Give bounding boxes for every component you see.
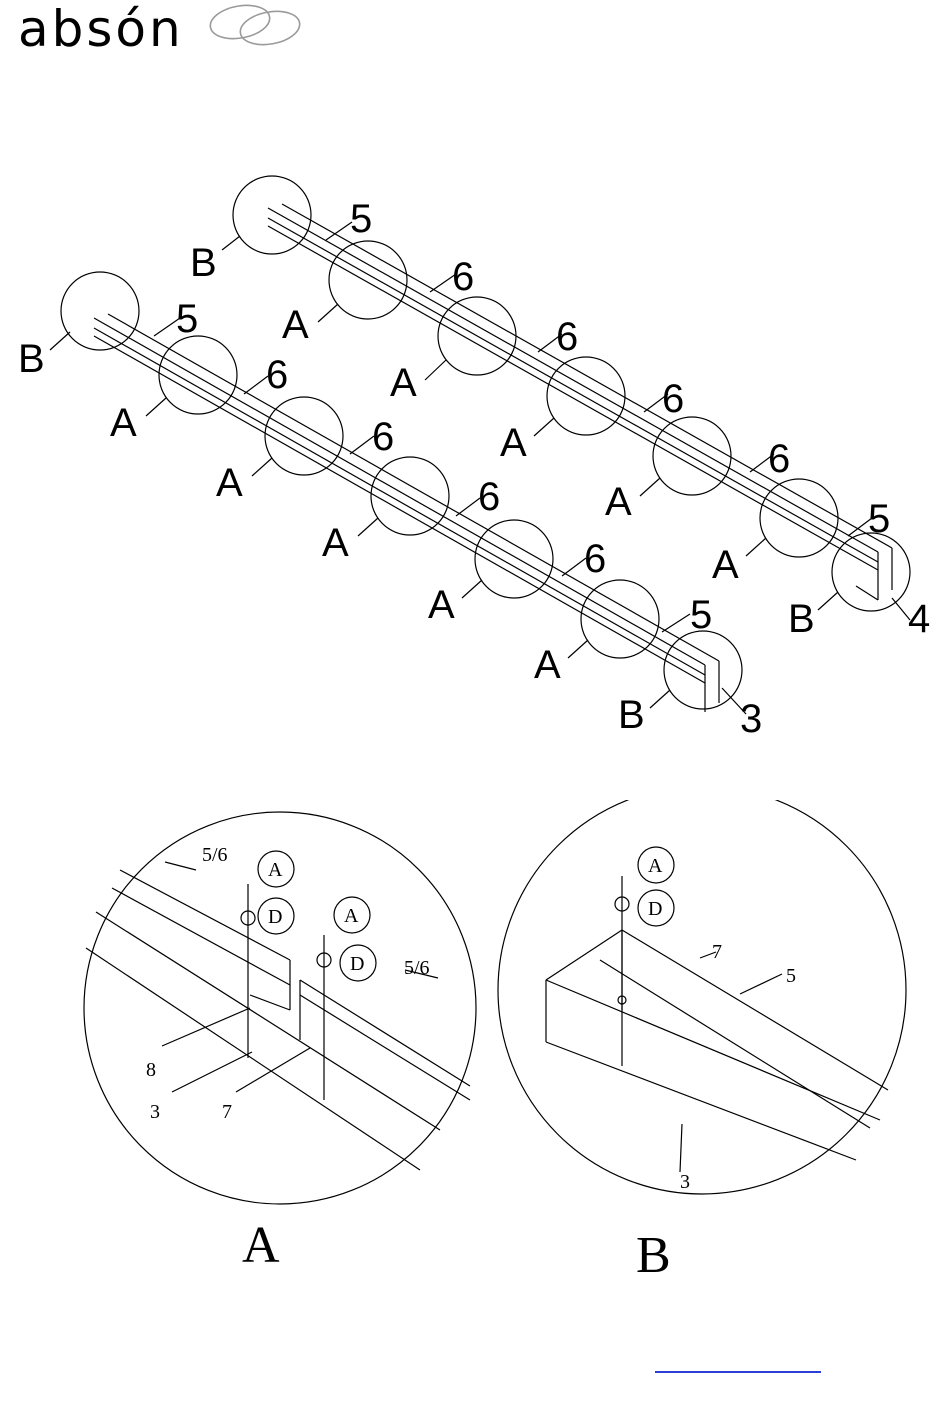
callout-6: 6: [372, 415, 394, 459]
callout-6: 6: [556, 315, 578, 359]
callout-a: A: [110, 401, 137, 445]
callout-5: 5: [868, 497, 890, 541]
callout-a: A: [322, 521, 349, 565]
label-washer: D: [648, 898, 662, 920]
callout-4: 4: [908, 597, 930, 641]
overview-diagram: B A A A A A B B A A A A A B 5 5 6 6 6 6 …: [0, 0, 950, 760]
callout-6: 6: [768, 437, 790, 481]
callout-5: 5: [690, 593, 712, 637]
label-bolt: A: [648, 855, 663, 877]
callout-6: 6: [266, 353, 288, 397]
footer-link[interactable]: [655, 1355, 821, 1373]
detail-b-diagram: A D 7 5 3 B: [0, 800, 950, 1320]
callout-a: A: [605, 480, 632, 524]
callout-5: 5: [350, 197, 372, 241]
callout-5: 5: [176, 297, 198, 341]
callout-3: 3: [740, 697, 762, 741]
callout-a: A: [390, 361, 417, 405]
label-5: 5: [786, 965, 796, 987]
callout-6: 6: [452, 255, 474, 299]
callout-b: B: [788, 597, 815, 641]
callout-a: A: [500, 421, 527, 465]
callout-a: A: [216, 461, 243, 505]
callout-b: B: [18, 337, 45, 381]
label-3: 3: [680, 1171, 690, 1193]
callout-a: A: [534, 643, 561, 687]
callout-b: B: [190, 241, 217, 285]
label-7: 7: [712, 941, 722, 963]
callout-6: 6: [662, 377, 684, 421]
callout-a: A: [428, 583, 455, 627]
callout-a: A: [712, 543, 739, 587]
callout-a: A: [282, 303, 309, 347]
callout-b: B: [618, 693, 645, 737]
callout-6: 6: [478, 475, 500, 519]
detail-b-title: B: [636, 1227, 671, 1284]
callout-6: 6: [584, 537, 606, 581]
